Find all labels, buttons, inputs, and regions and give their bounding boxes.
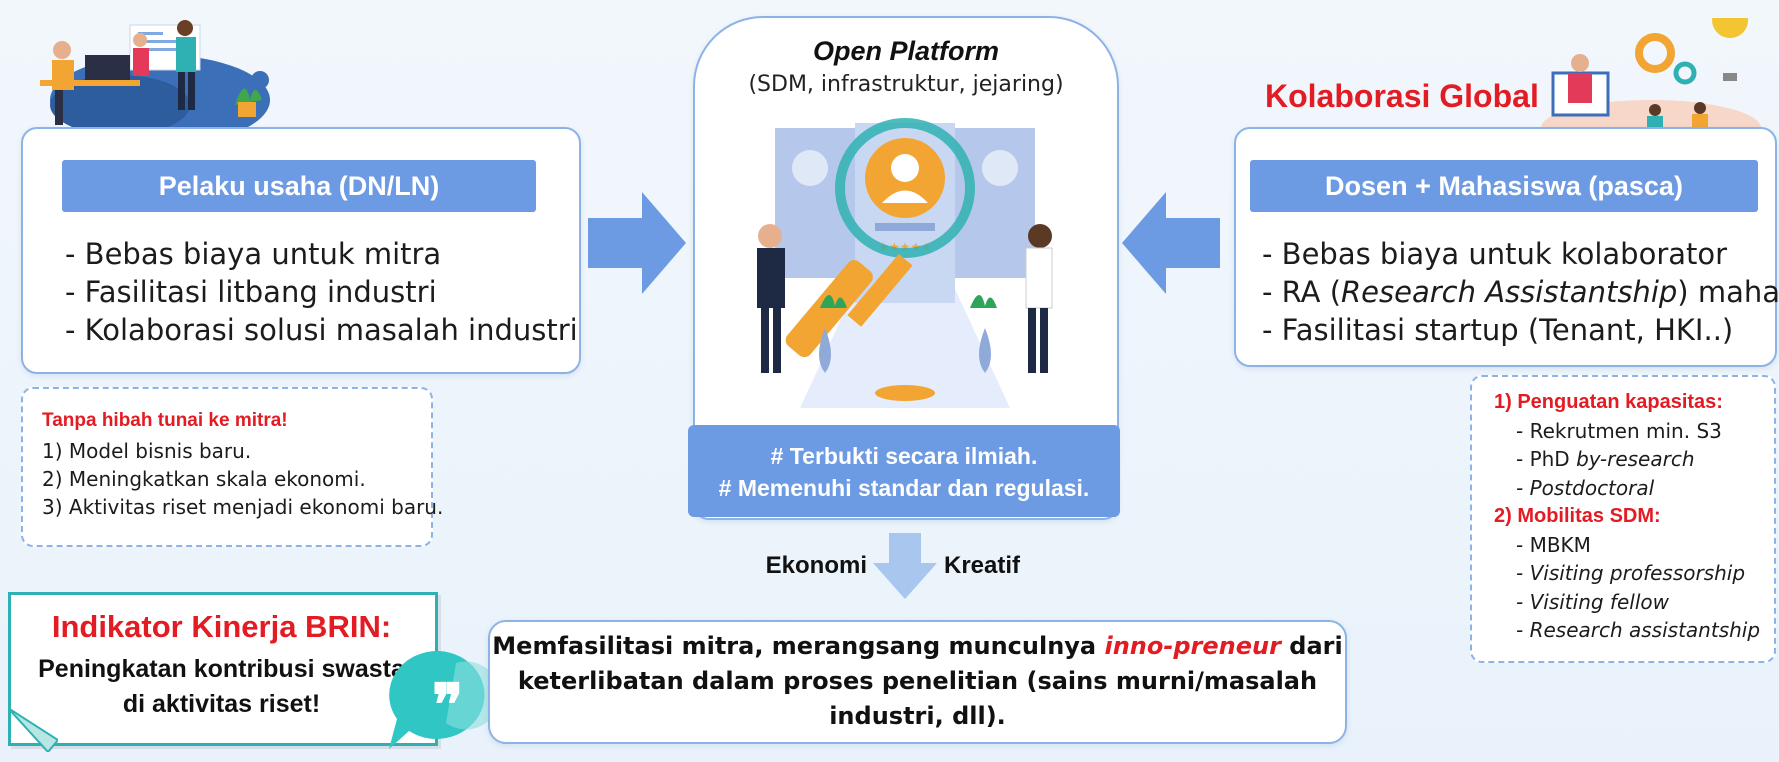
mobility-heading: 2) Mobilitas SDM: <box>1494 505 1661 527</box>
list-item-text: ) mahasiswa <box>1677 275 1779 309</box>
list-item: - MBKM <box>1516 532 1591 557</box>
kpi-card <box>8 592 438 746</box>
list-item: - Bebas biaya untuk mitra <box>65 237 442 271</box>
statement-text: Memfasilitasi mitra, merangsang munculny… <box>488 629 1347 734</box>
flow-label-left: Ekonomi <box>765 552 867 579</box>
list-item: - Kolaborasi solusi masalah industri <box>65 313 578 347</box>
list-item-text: - RA ( <box>1262 275 1342 309</box>
flow-label-right: Kreatif <box>944 552 1021 579</box>
list-item: - Rekrutmen min. S3 <box>1516 418 1722 443</box>
list-item-text: - PhD <box>1516 447 1577 471</box>
kpi-title: Indikator Kinerja BRIN: <box>51 609 392 644</box>
talent-search-illustration: ★★★★★ <box>757 118 1053 408</box>
capacity-list: 1) Penguatan kapasitas: - Rekrutmen min.… <box>1494 388 1760 645</box>
list-item: - Research assistantship <box>1516 618 1761 642</box>
statement-line: Memfasilitasi mitra, merangsang munculny… <box>488 629 1347 664</box>
global-collab-label: Kolaborasi Global <box>1265 78 1539 114</box>
no-cash-grant-note <box>21 387 433 547</box>
list-item: - Fasilitasi litbang industri <box>65 275 437 309</box>
arrow-right-icon <box>588 192 686 294</box>
statement-box <box>488 620 1347 744</box>
list-item-emphasis: Research Assistantship <box>1341 275 1678 309</box>
list-item: 2) Meningkatkan skala ekonomi. <box>42 467 366 491</box>
list-item-emphasis: by-research <box>1576 447 1695 471</box>
kpi-line: Peningkatan kontribusi swasta <box>38 655 405 683</box>
partner-bullets: - Bebas biaya untuk mitra - Fasilitasi l… <box>65 235 578 349</box>
academic-bullets: - Bebas biaya untuk kolaborator - RA (Re… <box>1262 235 1779 349</box>
statement-text-part: dari <box>1280 632 1343 660</box>
svg-text:❞: ❞ <box>432 671 463 739</box>
note-title: Tanpa hibah tunai ke mitra! <box>42 410 288 431</box>
list-item: 3) Aktivitas riset menjadi ekonomi baru. <box>42 495 444 519</box>
list-item: - Visiting fellow <box>1516 589 1669 614</box>
statement-text-part: Memfasilitasi mitra, merangsang munculny… <box>492 632 1105 660</box>
partner-header: Pelaku usaha (DN/LN) <box>62 160 536 212</box>
statement-line: keterlibatan dalam proses penelitian (sa… <box>517 667 1318 695</box>
evidence-band <box>688 425 1120 517</box>
band-text: # Terbukti secara ilmiah. # Memenuhi sta… <box>688 440 1120 504</box>
kpi-line: di aktivitas riset! <box>122 690 321 718</box>
platform-subtitle: (SDM, infrastruktur, jejaring) <box>748 72 1064 97</box>
note-list: 1) Model bisnis baru. 2) Meningkatkan sk… <box>42 437 443 521</box>
statement-line: industri, dll). <box>829 702 1006 730</box>
arrow-left-icon <box>1122 192 1220 294</box>
list-item: - RA (Research Assistantship) mahasiswa <box>1262 273 1779 311</box>
page-curl-icon <box>8 708 58 752</box>
platform-title: Open Platform <box>812 36 1000 66</box>
statement-highlight: inno-preneur <box>1104 632 1281 660</box>
office-workers-illustration <box>40 20 270 140</box>
quote-bubble-icon: ❞ <box>389 650 494 749</box>
list-item: - Postdoctoral <box>1516 475 1655 500</box>
arrow-down-icon <box>873 533 937 599</box>
band-line: # Memenuhi standar dan regulasi. <box>718 475 1090 501</box>
academic-header: Dosen + Mahasiswa (pasca) <box>1250 160 1758 212</box>
capacity-heading: 1) Penguatan kapasitas: <box>1494 391 1723 413</box>
list-item: - Visiting professorship <box>1516 561 1746 585</box>
capacity-note <box>1470 375 1776 663</box>
list-item: - PhD by-research <box>1494 445 1760 474</box>
list-item: - Bebas biaya untuk kolaborator <box>1262 237 1728 271</box>
list-item: - Fasilitasi startup (Tenant, HKI..) <box>1262 313 1734 347</box>
band-line: # Terbukti secara ilmiah. <box>770 443 1038 469</box>
kpi-text: Peningkatan kontribusi swasta di aktivit… <box>8 652 435 722</box>
list-item: 1) Model bisnis baru. <box>42 439 252 463</box>
